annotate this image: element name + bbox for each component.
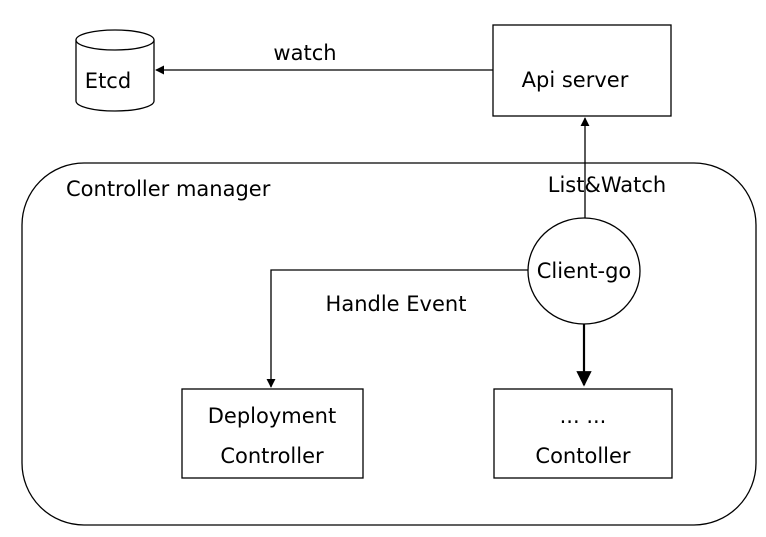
handle-event-label: Handle Event bbox=[326, 292, 467, 316]
handle-event-arrow bbox=[266, 269, 528, 388]
list-watch-label: List&Watch bbox=[548, 173, 666, 197]
other-controller-line1: ... ... bbox=[560, 404, 607, 428]
deployment-controller-line2: Controller bbox=[220, 444, 324, 468]
handle-event-edge: Handle Event bbox=[266, 269, 528, 388]
etcd-node: Etcd bbox=[75, 29, 155, 112]
etcd-cylinder-top bbox=[75, 29, 155, 51]
client-go-node: Client-go bbox=[527, 217, 641, 325]
client-go-label: Client-go bbox=[537, 259, 632, 283]
watch-label: watch bbox=[273, 41, 336, 65]
list-watch-edge: List&Watch bbox=[548, 117, 666, 218]
watch-edge: watch bbox=[155, 41, 493, 75]
deployment-controller-box bbox=[181, 388, 364, 479]
api-server-box bbox=[492, 24, 672, 117]
other-controller-line2: Contoller bbox=[535, 444, 630, 468]
deployment-controller-node: Deployment Controller bbox=[181, 388, 364, 479]
controller-manager-label: Controller manager bbox=[66, 177, 271, 201]
other-controller-box bbox=[493, 388, 673, 479]
etcd-cylinder-body bbox=[75, 40, 155, 112]
etcd-label: Etcd bbox=[85, 69, 131, 93]
other-controller-node: ... ... Contoller bbox=[493, 388, 673, 479]
api-server-label: Api server bbox=[522, 68, 629, 92]
deployment-controller-line1: Deployment bbox=[208, 404, 336, 428]
api-server-node: Api server bbox=[492, 24, 672, 117]
